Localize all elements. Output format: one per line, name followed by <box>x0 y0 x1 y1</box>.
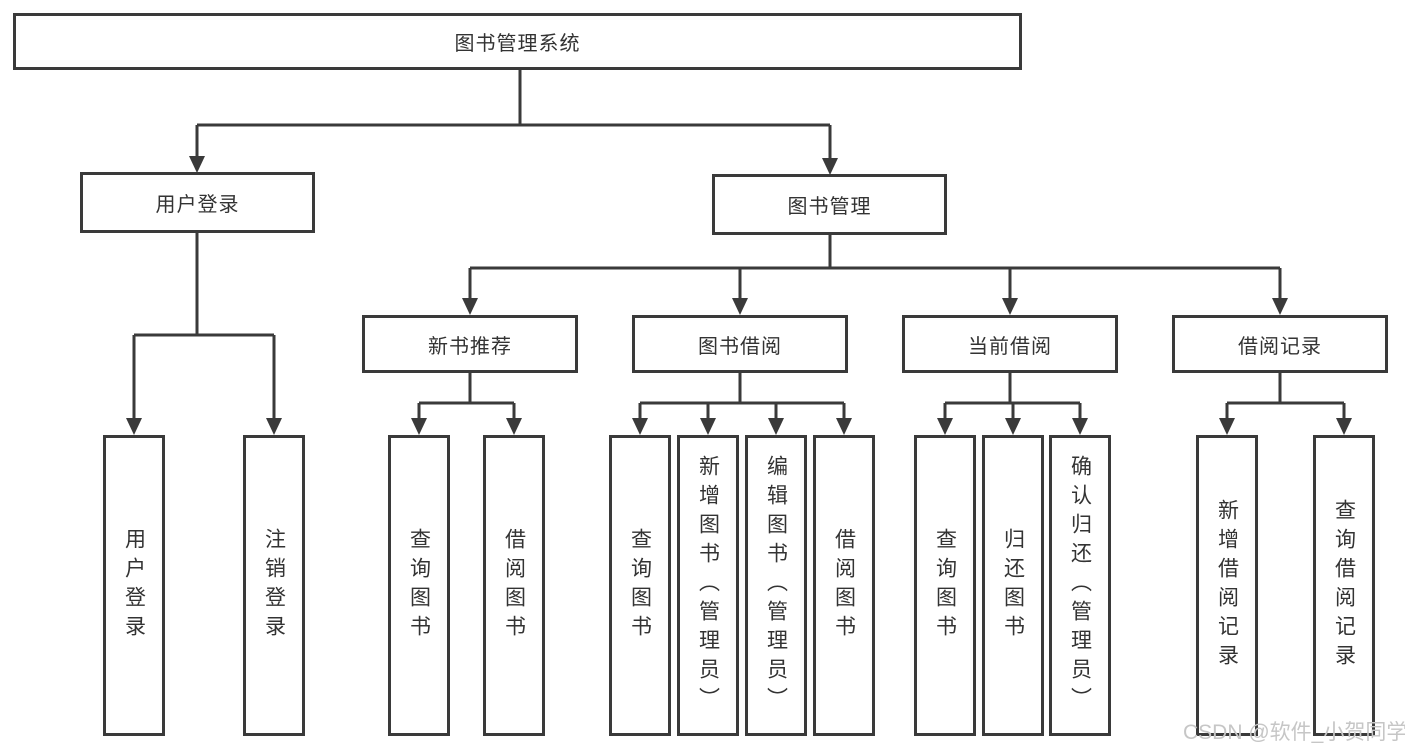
node-label: 新增图书（管理员） <box>696 455 720 716</box>
leaf-edit-books-admin: 编辑图书（管理员） <box>745 435 807 736</box>
node-borrowing-records: 借阅记录 <box>1172 315 1388 373</box>
node-label: 借阅记录 <box>1238 335 1322 358</box>
node-label: 当前借阅 <box>968 335 1052 358</box>
node-label: 编辑图书（管理员） <box>764 455 788 716</box>
node-label: 借阅图书 <box>832 527 856 644</box>
node-label: 图书管理系统 <box>454 33 581 55</box>
leaf-borrow-books-borrowing: 借阅图书 <box>813 435 875 736</box>
node-label: 用户登录 <box>155 194 240 216</box>
leaf-add-borrow-record: 新增借阅记录 <box>1196 435 1258 736</box>
node-label: 图书借阅 <box>698 335 782 358</box>
watermark: CSDN @软件_小贺同学 <box>1183 721 1405 744</box>
leaf-logout-login: 注销登录 <box>243 435 305 736</box>
node-new-book-recommend: 新书推荐 <box>362 315 578 373</box>
leaf-query-books-current: 查询图书 <box>914 435 976 736</box>
node-root: 图书管理系统 <box>13 13 1022 70</box>
leaf-user-login: 用户登录 <box>103 435 165 736</box>
leaf-borrow-books-recommend: 借阅图书 <box>483 435 545 736</box>
node-label: 用户登录 <box>122 527 146 644</box>
node-label: 借阅图书 <box>502 527 526 644</box>
node-label: 注销登录 <box>262 527 286 644</box>
leaf-add-books-admin: 新增图书（管理员） <box>677 435 739 736</box>
node-current-borrowing: 当前借阅 <box>902 315 1118 373</box>
leaf-query-borrow-record: 查询借阅记录 <box>1313 435 1375 736</box>
leaf-query-books-recommend: 查询图书 <box>388 435 450 736</box>
node-label: 查询图书 <box>933 527 957 644</box>
node-book-management: 图书管理 <box>712 174 947 235</box>
node-label: 图书管理 <box>787 196 872 218</box>
leaf-query-books-borrowing: 查询图书 <box>609 435 671 736</box>
node-label: 归还图书 <box>1001 527 1025 644</box>
node-user-login: 用户登录 <box>80 172 315 233</box>
node-label: 查询借阅记录 <box>1332 498 1356 673</box>
node-label: 确认归还（管理员） <box>1068 455 1092 716</box>
leaf-return-books: 归还图书 <box>982 435 1044 736</box>
node-label: 查询图书 <box>407 527 431 644</box>
node-book-borrowing: 图书借阅 <box>632 315 848 373</box>
node-label: 新增借阅记录 <box>1215 498 1239 673</box>
leaf-confirm-return-admin: 确认归还（管理员） <box>1049 435 1111 736</box>
node-label: 新书推荐 <box>428 335 512 358</box>
node-label: 查询图书 <box>628 527 652 644</box>
